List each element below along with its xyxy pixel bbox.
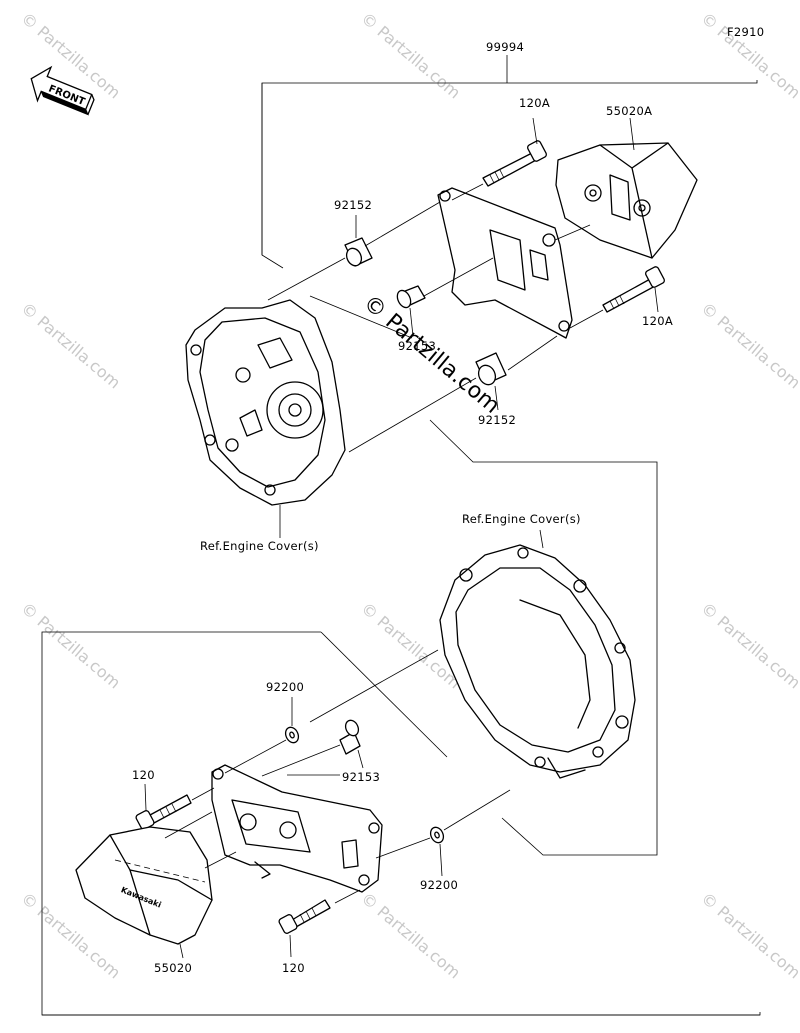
slider-55020a	[555, 117, 698, 259]
collar-92152-left	[344, 215, 373, 267]
slider-55020: Kawasaki	[75, 826, 213, 959]
slider-55020-label: 55020	[154, 961, 192, 975]
engine-cover-right	[439, 529, 636, 779]
bolt-120-bottom-label: 120	[282, 961, 305, 975]
screw-92153-lower	[339, 719, 364, 769]
watermark-text: © Partzilla.com	[697, 599, 800, 693]
screw-92153-upper	[396, 285, 426, 337]
collar-92152-left-label: 92152	[334, 198, 372, 212]
center-watermark: © Partzilla.com	[358, 290, 504, 418]
watermark-text: © Partzilla.com	[357, 889, 464, 983]
kit-label: 99994	[486, 40, 524, 54]
bracket-lower	[211, 764, 383, 893]
bracket-upper	[437, 187, 573, 339]
watermark-text: © Partzilla.com	[357, 9, 464, 103]
figure-code: F2910	[727, 25, 764, 39]
ref-cover-left-label: Ref.Engine Cover(s)	[200, 539, 319, 553]
watermark-text: © Partzilla.com	[17, 299, 124, 393]
washer-92200-right-label: 92200	[420, 878, 458, 892]
watermark-text: © Partzilla.com	[697, 299, 800, 393]
bolt-120-bottom	[278, 899, 331, 958]
bolt-120a-right	[602, 266, 665, 313]
collar-92152-right-label: 92152	[478, 413, 516, 427]
washer-92200-top-label: 92200	[266, 680, 304, 694]
collar-92152-right	[475, 352, 507, 411]
bolt-120a-top	[482, 117, 547, 187]
bolt-120-left-label: 120	[132, 768, 155, 782]
lower-alignment-lines	[114, 649, 511, 904]
watermark-text: © Partzilla.com	[17, 599, 124, 693]
bolt-120a-top-label: 120A	[519, 96, 550, 110]
bolt-120-left	[135, 783, 192, 830]
screw-92153-lower-label: 92153	[342, 770, 380, 784]
engine-cover-left	[185, 299, 346, 538]
bolt-120a-right-label: 120A	[642, 314, 673, 328]
screw-92153-upper-label: 92153	[398, 339, 436, 353]
washer-92200-right	[429, 826, 445, 877]
ref-cover-right-label: Ref.Engine Cover(s)	[462, 512, 581, 526]
upper-alignment-lines	[267, 183, 604, 453]
slider-55020a-label: 55020A	[606, 104, 652, 118]
washer-92200-top	[284, 697, 300, 744]
lower-assembly-frame	[41, 631, 761, 1016]
upper-assembly-frame	[261, 55, 758, 856]
watermark-text: © Partzilla.com	[697, 9, 800, 103]
watermark-text: © Partzilla.com	[697, 889, 800, 983]
